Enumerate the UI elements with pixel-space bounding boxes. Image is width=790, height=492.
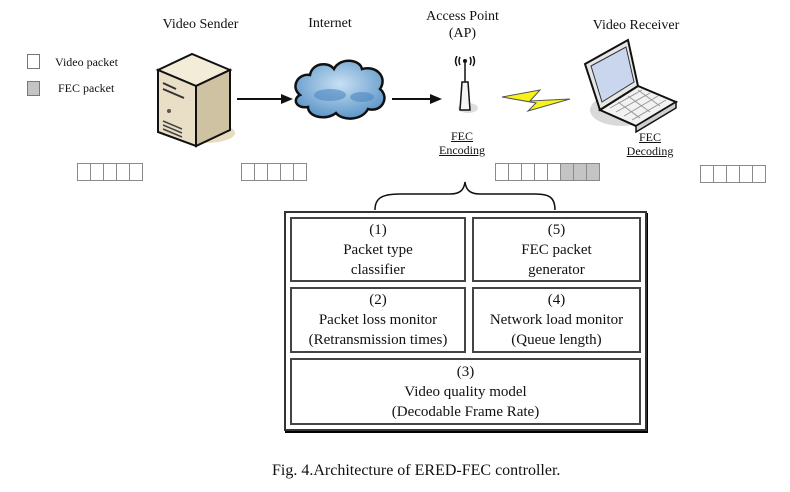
fec-packet	[586, 163, 600, 181]
legend-label-fec: FEC packet	[58, 81, 115, 95]
video-packet	[116, 163, 130, 181]
module-fec-packet-generator: (5) FEC packet generator	[472, 217, 641, 282]
access-point-label: Access Point (AP)	[415, 8, 510, 42]
video-packet	[77, 163, 91, 181]
module-subtitle: classifier	[350, 261, 406, 278]
module-title: Network load monitor	[489, 312, 624, 328]
module-network-load-monitor: (4) Network load monitor (Queue length)	[472, 287, 641, 353]
access-point-label-line2: (AP)	[448, 26, 477, 41]
module-number: (2)	[369, 292, 387, 308]
internet-label: Internet	[308, 16, 352, 31]
video-packet	[713, 165, 727, 183]
legend-swatch-fec	[27, 81, 40, 96]
video-packet	[547, 163, 561, 181]
fec-packet	[573, 163, 587, 181]
fec-packet	[560, 163, 574, 181]
video-receiver-label: Video Receiver	[592, 18, 680, 33]
video-packet	[508, 163, 522, 181]
packet-row-ap	[495, 163, 600, 181]
antenna-icon	[454, 56, 478, 113]
module-number: (4)	[547, 292, 566, 308]
video-packet	[103, 163, 117, 181]
video-packet	[241, 163, 255, 181]
server-icon	[155, 52, 235, 148]
video-packet	[521, 163, 535, 181]
module-video-quality-model: (3) Video quality model (Decodable Frame…	[290, 358, 641, 425]
fec-encoding-line1: FEC	[450, 129, 473, 143]
fec-decoding-line1: FEC	[638, 130, 661, 144]
module-subtitle: (Retransmission times)	[308, 332, 448, 348]
arrow-internet-to-ap	[392, 94, 442, 104]
laptop-icon	[583, 38, 679, 133]
legend-swatch-video	[27, 54, 40, 69]
video-packet	[739, 165, 753, 183]
arrow-sender-to-internet	[237, 94, 293, 104]
module-number: (1)	[369, 221, 387, 238]
access-point-label-line1: Access Point	[426, 9, 499, 24]
module-packet-type-classifier: (1) Packet type classifier	[290, 217, 466, 282]
module-subtitle: (Decodable Frame Rate)	[391, 403, 540, 420]
wireless-link-icon	[501, 89, 571, 113]
module-number: (3)	[456, 363, 475, 380]
module-packet-loss-monitor: (2) Packet loss monitor (Retransmission …	[290, 287, 466, 353]
legend-label-video: Video packet	[55, 55, 118, 69]
fec-encoding-label: FEC Encoding	[437, 129, 487, 157]
module-number: (5)	[547, 221, 566, 238]
curly-brace	[374, 181, 556, 211]
video-packet	[752, 165, 766, 183]
video-packet	[280, 163, 294, 181]
video-packet	[293, 163, 307, 181]
video-packet	[726, 165, 740, 183]
module-title: Video quality model	[404, 383, 527, 400]
video-packet	[495, 163, 509, 181]
figure-caption: Fig. 4.Architecture of ERED-FEC controll…	[272, 462, 561, 479]
fec-decoding-label: FEC Decoding	[625, 130, 675, 158]
module-subtitle: generator	[528, 261, 585, 278]
video-packet	[700, 165, 714, 183]
packet-row-internet	[241, 163, 307, 181]
module-title: Packet type	[343, 241, 413, 258]
cloud-icon	[294, 59, 386, 120]
module-title: Packet loss monitor	[318, 312, 438, 328]
video-packet	[129, 163, 143, 181]
video-sender-label: Video Sender	[162, 17, 239, 32]
video-packet	[90, 163, 104, 181]
video-packet	[254, 163, 268, 181]
packet-row-receiver	[700, 165, 766, 183]
module-subtitle: (Queue length)	[511, 332, 602, 348]
packet-row-sender	[77, 163, 143, 181]
video-packet	[267, 163, 281, 181]
fec-decoding-line2: Decoding	[626, 144, 674, 158]
module-title: FEC packet	[521, 241, 592, 258]
video-packet	[534, 163, 548, 181]
fec-encoding-line2: Encoding	[439, 143, 485, 157]
